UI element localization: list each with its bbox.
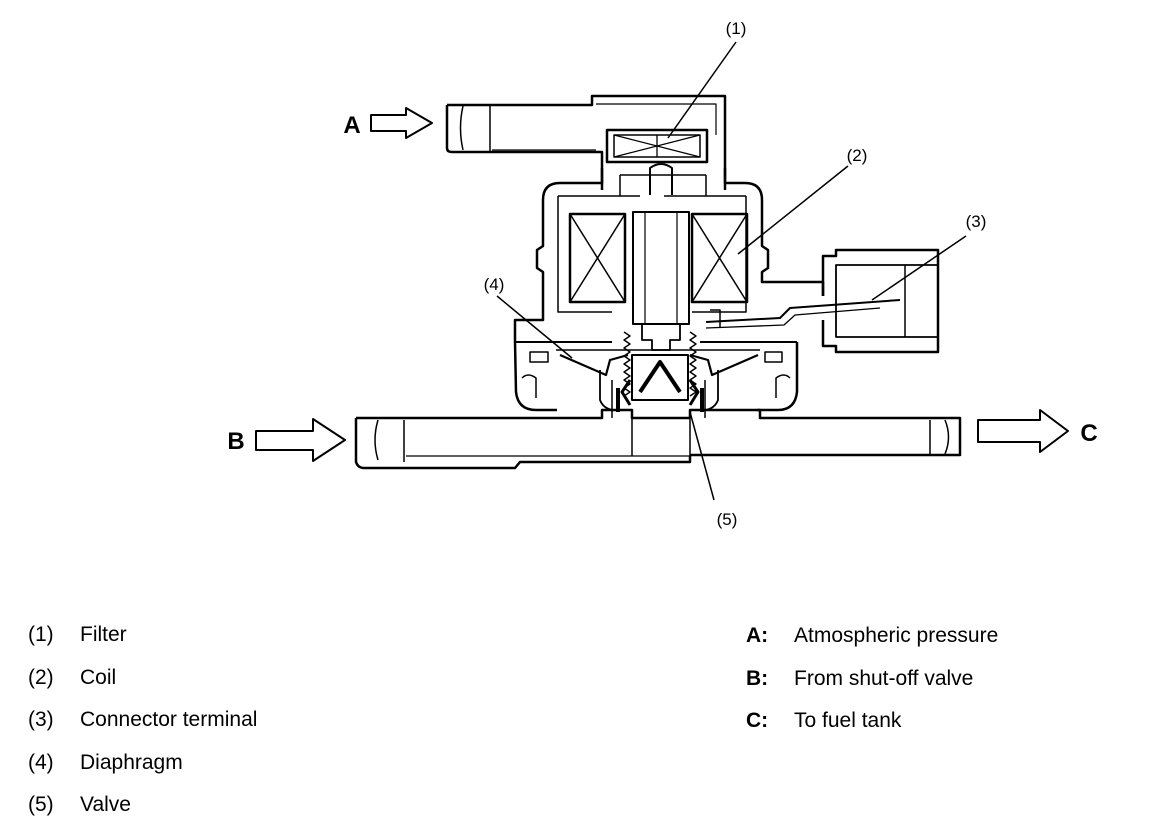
diaphragm-chamber xyxy=(515,341,797,418)
filter-element xyxy=(605,128,709,164)
flow-label-a: A xyxy=(343,112,360,139)
valve-element xyxy=(616,354,704,412)
valve-cross-section-diagram: (1) (2) (3) (4) (5) A B C xyxy=(227,19,1097,529)
legend-key: A: xyxy=(746,624,769,647)
callout-connector-terminal: (3) xyxy=(966,212,987,231)
legend-label: To fuel tank xyxy=(794,709,902,732)
leader-lines xyxy=(496,41,967,501)
legend-key: (1) xyxy=(28,623,54,646)
legend-key: (2) xyxy=(28,666,54,689)
callout-diaphragm: (4) xyxy=(484,275,505,294)
plunger-core xyxy=(632,163,690,351)
legend-key: (4) xyxy=(28,751,54,774)
legend-key: (5) xyxy=(28,793,54,816)
flow-label-b: B xyxy=(227,428,244,455)
solenoid-body xyxy=(513,168,825,412)
legend-key: (3) xyxy=(28,708,54,731)
legend-key: C: xyxy=(746,709,769,732)
legend-label: Diaphragm xyxy=(80,751,183,774)
arrow-b-icon xyxy=(255,418,346,462)
callout-coil: (2) xyxy=(847,146,868,165)
callout-valve: (5) xyxy=(717,510,738,529)
connector-housing xyxy=(705,248,940,354)
upper-inlet-pipe xyxy=(445,94,727,190)
legend-label: Coil xyxy=(80,666,117,689)
coil-windings xyxy=(568,212,749,304)
legend-label: Filter xyxy=(80,623,127,646)
legend-label: Valve xyxy=(80,793,131,816)
callout-filter: (1) xyxy=(726,19,747,38)
legend-label: From shut-off valve xyxy=(794,667,974,690)
legend-label: Connector terminal xyxy=(80,708,258,731)
legend-label: Atmospheric pressure xyxy=(794,624,999,647)
arrow-c-icon xyxy=(977,409,1069,453)
lower-flow-pipe xyxy=(354,408,962,470)
legend-key: B: xyxy=(746,667,769,690)
flow-label-c: C xyxy=(1080,420,1097,447)
arrow-a-icon xyxy=(370,107,433,139)
